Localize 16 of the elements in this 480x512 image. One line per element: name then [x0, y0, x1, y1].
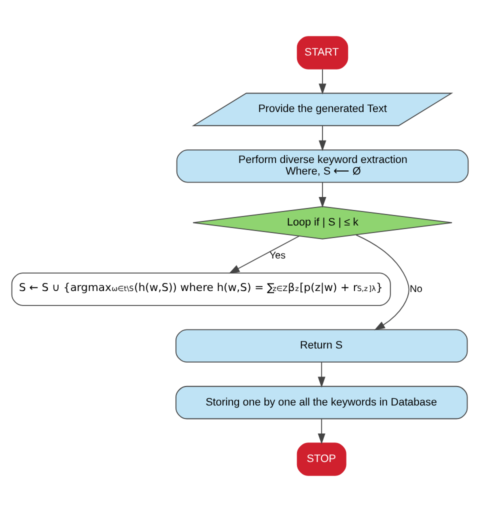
arrow [318, 182, 326, 208]
node-box: STOP [296, 442, 346, 476]
node-diamond: Loop if | S | ≤ k [192, 206, 452, 240]
node-box: Perform diverse keyword extraction Where, S ⟵ Ø [176, 149, 469, 183]
node-box: S ← S ∪ {argmaxω∈t\S(h(w,S)) where h(w,S) = ∑z∈Zβz[p(z|w) + rS,z]λ} [11, 272, 391, 306]
arrow [318, 68, 326, 94]
arrow [318, 125, 326, 152]
arrow [318, 362, 326, 388]
node-box: Return S [175, 329, 468, 363]
arrow [318, 418, 326, 444]
arrow [356, 234, 410, 330]
edge-label: No [410, 284, 422, 295]
node-box: START [296, 36, 348, 70]
arrow [228, 236, 300, 274]
node-box: Storing one by one all the keywords in Database [175, 386, 468, 420]
edge-label: Yes [269, 250, 286, 262]
